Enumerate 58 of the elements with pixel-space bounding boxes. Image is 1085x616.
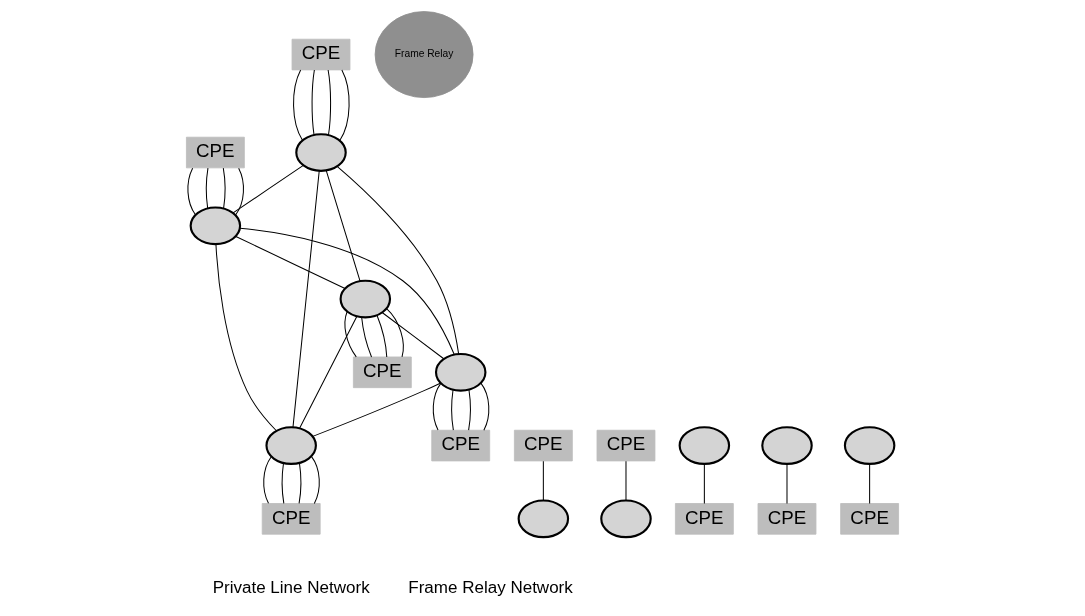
- connector: [339, 69, 350, 142]
- connector: [263, 456, 272, 504]
- connector: [361, 316, 373, 358]
- connector: [298, 462, 302, 504]
- node-circle: [843, 426, 896, 465]
- connector: [235, 235, 346, 290]
- connector: [232, 164, 304, 214]
- connector: [187, 167, 196, 216]
- connector: [703, 463, 705, 504]
- node-box: CPE: [674, 503, 734, 535]
- connector: [381, 312, 445, 360]
- node-circle: [678, 426, 731, 465]
- node-circle: [517, 499, 570, 539]
- connector: [205, 167, 209, 209]
- connector: [451, 389, 454, 431]
- connector: [239, 227, 455, 355]
- node-ellipse: Frame Relay: [374, 11, 474, 98]
- node-box: CPE: [291, 38, 351, 71]
- connector: [292, 170, 320, 428]
- label: Frame Relay Network: [408, 578, 573, 598]
- node-box: CPE: [757, 503, 817, 535]
- node-circle: [339, 279, 392, 319]
- connector: [432, 382, 442, 431]
- connector: [468, 389, 471, 431]
- connector: [325, 170, 361, 282]
- node-box: CPE: [431, 429, 491, 462]
- node-box: CPE: [352, 356, 412, 389]
- node-box: CPE: [840, 503, 899, 535]
- connector: [480, 382, 490, 431]
- node-circle: [265, 426, 317, 465]
- connector: [293, 69, 303, 141]
- connector: [625, 460, 627, 501]
- label: Private Line Network: [212, 578, 370, 598]
- node-circle: [600, 499, 652, 539]
- connector: [299, 316, 358, 429]
- connector: [281, 462, 285, 504]
- connector: [344, 311, 357, 358]
- connector: [327, 69, 332, 136]
- node-box: CPE: [596, 429, 656, 462]
- connector: [869, 463, 871, 504]
- connector: [312, 382, 441, 437]
- connector: [311, 69, 315, 136]
- node-box: CPE: [513, 429, 573, 462]
- node-circle: [761, 426, 813, 465]
- connector: [222, 167, 226, 209]
- connector: [386, 308, 404, 358]
- connector: [235, 167, 244, 216]
- connector: [376, 314, 388, 358]
- node-circle: [189, 206, 242, 246]
- connector: [786, 463, 788, 504]
- node-box: CPE: [261, 503, 321, 535]
- node-circle: [434, 352, 487, 392]
- node-circle: [295, 133, 347, 172]
- node-box: CPE: [186, 136, 245, 169]
- connector: [336, 165, 460, 355]
- connector: [310, 455, 320, 504]
- connector: [215, 243, 277, 432]
- connector: [542, 460, 544, 501]
